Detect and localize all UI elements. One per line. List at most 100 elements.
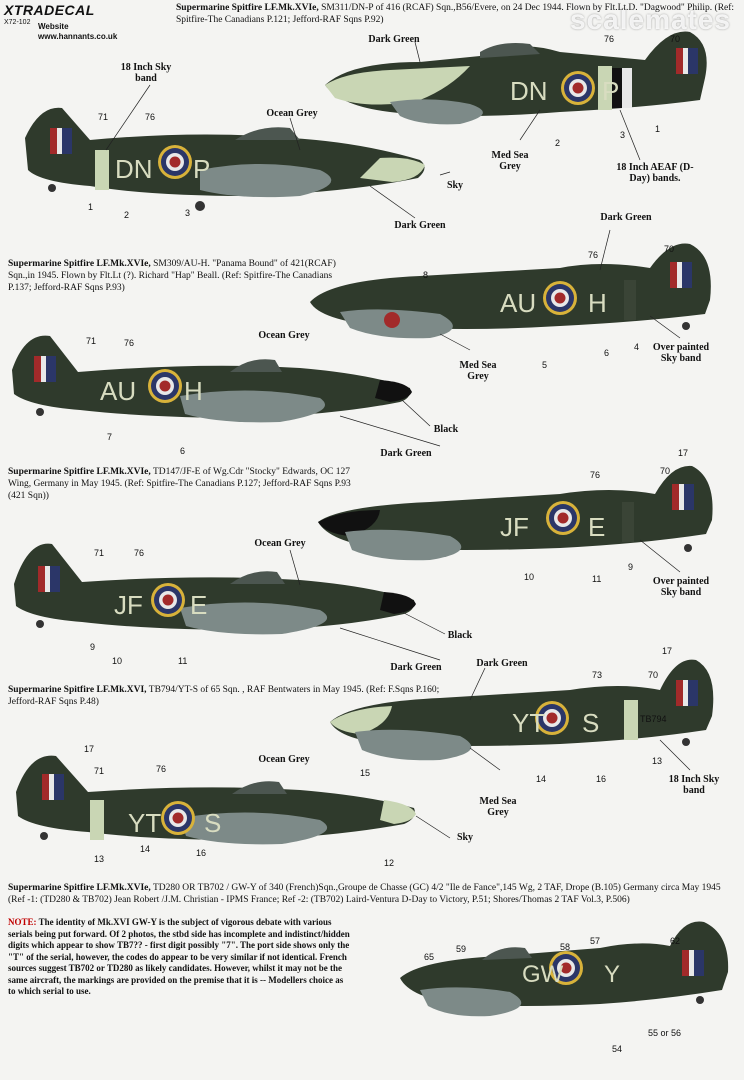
p5-caption-bold: Supermarine Spitfire LF.Mk.XVIe, bbox=[8, 883, 151, 893]
callout: 9 bbox=[628, 562, 633, 572]
callout: 2 bbox=[555, 138, 560, 148]
callout: 71 bbox=[86, 336, 96, 346]
identity-note: NOTE: The identity of Mk.XVI GW-Y is the… bbox=[8, 917, 350, 998]
callout: 76 bbox=[134, 548, 144, 558]
p1-caption-bold: Supermarine Spitfire LF.Mk.XVIe, bbox=[176, 3, 319, 13]
p1-label-med-sea-grey: Med Sea Grey bbox=[491, 150, 529, 172]
callout: 70 bbox=[664, 244, 674, 254]
callout: 16 bbox=[596, 774, 606, 784]
p3-label-dark-green: Dark Green bbox=[390, 662, 442, 673]
callout: 76 bbox=[590, 470, 600, 480]
callout: 9 bbox=[90, 642, 95, 652]
p5-port-code-left: GW bbox=[522, 961, 564, 988]
callout: 2 bbox=[124, 210, 129, 220]
callout: 6 bbox=[604, 348, 609, 358]
profile1-stbd: DN P bbox=[25, 107, 425, 211]
p4-label-sky: Sky bbox=[456, 832, 474, 843]
callout: 54 bbox=[612, 1044, 622, 1054]
p3-label-ocean-grey: Ocean Grey bbox=[254, 538, 306, 549]
p3-stbd-code-left: JF bbox=[114, 590, 143, 620]
p2-label-ocean-grey: Ocean Grey bbox=[258, 330, 310, 341]
callout: 59 bbox=[456, 944, 466, 954]
website-url[interactable]: www.hannants.co.uk bbox=[38, 32, 118, 41]
callout: 11 bbox=[592, 574, 601, 584]
callout: 15 bbox=[360, 768, 370, 778]
p3-stbd-code-right: E bbox=[190, 590, 207, 620]
callout: 65 bbox=[424, 952, 434, 962]
p1-port-code-right: P bbox=[602, 76, 619, 106]
p5-caption: Supermarine Spitfire LF.Mk.XVIe, TD280 O… bbox=[8, 882, 736, 906]
p2-caption: Supermarine Spitfire LF.Mk.XVIe, SM309/A… bbox=[8, 258, 354, 294]
p1-caption-rest: SM311/DN-P of 416 (RCAF) Sqn.,B56/Evere,… bbox=[176, 3, 735, 25]
callout: 76 bbox=[156, 764, 166, 774]
brand-logo: XTRADECAL bbox=[4, 2, 95, 18]
callout: 1 bbox=[655, 124, 660, 134]
p2-port-code-left: AU bbox=[500, 288, 536, 318]
callout: 13 bbox=[652, 756, 662, 766]
callout: 6 bbox=[180, 446, 185, 456]
profile3-stbd: JF E bbox=[14, 543, 416, 635]
website-label: Website bbox=[38, 22, 69, 31]
callout: 17 bbox=[84, 744, 94, 754]
p3-label-over-painted: Over painted Sky band bbox=[652, 576, 710, 598]
callout: 3 bbox=[185, 208, 190, 218]
p1-stbd-code-right: P bbox=[193, 154, 210, 184]
p2-port-code-right: H bbox=[588, 288, 607, 318]
p2-label-black: Black bbox=[433, 424, 459, 435]
callout: 11 bbox=[178, 656, 187, 666]
p3-port-code-right: E bbox=[588, 512, 605, 542]
profile4-port: YT S TB794 bbox=[330, 659, 714, 761]
p5-caption-rest: TD280 OR TB702 / GW-Y of 340 (French)Sqn… bbox=[8, 883, 721, 905]
p2-caption-bold: Supermarine Spitfire LF.Mk.XVIe, bbox=[8, 259, 151, 269]
note-text: The identity of Mk.XVI GW-Y is the subje… bbox=[8, 917, 350, 996]
callout: 1 bbox=[88, 202, 93, 212]
p2-label-dark-green: Dark Green bbox=[600, 212, 652, 223]
p1-label-sky: Sky bbox=[446, 180, 464, 191]
callout: 12 bbox=[384, 858, 394, 868]
p2-stbd-code-left: AU bbox=[100, 376, 136, 406]
callout: 76 bbox=[124, 338, 134, 348]
p4-caption: Supermarine Spitfire LF.Mk.XVI, TB794/YT… bbox=[8, 684, 448, 708]
p4-port-code-right: S bbox=[582, 708, 599, 738]
leader-lines bbox=[105, 41, 691, 839]
p4-stbd-code-right: S bbox=[204, 808, 221, 838]
p1-label-dark-green-bottom: Dark Green bbox=[394, 220, 446, 231]
callout: 76 bbox=[604, 34, 614, 44]
profile4-stbd: YT S bbox=[16, 755, 416, 845]
callout: 14 bbox=[140, 844, 150, 854]
note-label: NOTE: bbox=[8, 917, 37, 927]
p2-label-dark-green-bottom: Dark Green bbox=[380, 448, 432, 459]
callout: 10 bbox=[524, 572, 534, 582]
callout: 3 bbox=[620, 130, 625, 140]
p4-caption-rest: TB794/YT-S of 65 Sqn. , RAF Bentwaters i… bbox=[8, 685, 440, 707]
p1-caption: Supermarine Spitfire LF.Mk.XVIe, SM311/D… bbox=[176, 2, 736, 26]
callout: 73 bbox=[592, 670, 602, 680]
callout: 76 bbox=[145, 112, 155, 122]
p4-stbd-code-left: YT bbox=[128, 808, 161, 838]
p2-stbd-code-right: H bbox=[184, 376, 203, 406]
callout: 13 bbox=[94, 854, 104, 864]
callout: 55 or 56 bbox=[648, 1028, 681, 1038]
callout: 70 bbox=[670, 34, 680, 44]
p4-caption-bold: Supermarine Spitfire LF.Mk.XVI, bbox=[8, 685, 147, 695]
callout-numbers: 71 76 1 2 3 76 70 1 2 3 8 76 70 5 6 4 71… bbox=[84, 34, 688, 1054]
p1-stbd-code-left: DN bbox=[115, 154, 153, 184]
p3-port-code-left: JF bbox=[500, 512, 529, 542]
profile1-port: DN P bbox=[325, 31, 707, 125]
p4-label-ocean-grey: Ocean Grey bbox=[258, 754, 310, 765]
p1-label-dark-green-top: Dark Green bbox=[368, 34, 420, 45]
callout: 57 bbox=[590, 936, 600, 946]
p4-label-sky-band: 18 Inch Sky band bbox=[668, 774, 720, 796]
callout: 62 bbox=[670, 936, 680, 946]
p3-caption-bold: Supermarine Spitfire LF.Mk.XVIe, bbox=[8, 467, 151, 477]
callout: 70 bbox=[648, 670, 658, 680]
callout: 4 bbox=[634, 342, 639, 352]
p2-label-med-sea-grey: Med Sea Grey bbox=[459, 360, 497, 382]
p4-label-dark-green: Dark Green bbox=[476, 658, 528, 669]
callout: 17 bbox=[678, 448, 688, 458]
profile3-port: JF E bbox=[318, 465, 713, 561]
callout: 71 bbox=[94, 766, 104, 776]
p4-port-serial: TB794 bbox=[640, 714, 667, 724]
callout: 76 bbox=[588, 250, 598, 260]
